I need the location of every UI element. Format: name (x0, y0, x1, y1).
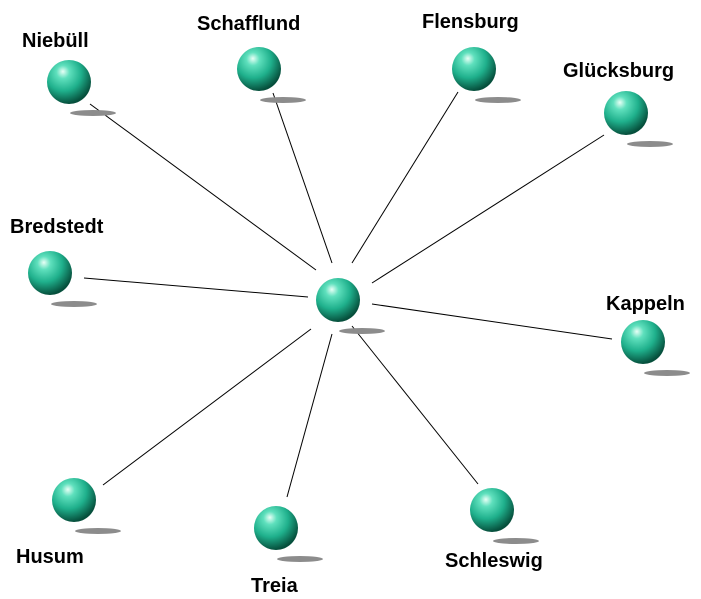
edge-schafflund (272, 92, 333, 264)
gluecksburg-label: Glücksburg (563, 60, 674, 82)
edge-treia (286, 333, 333, 498)
hub-node (316, 278, 385, 334)
treia-shadow (277, 556, 323, 562)
hub-shadow (339, 328, 385, 334)
bredstedt-shadow (51, 301, 97, 307)
gluecksburg-sphere (604, 91, 648, 135)
schleswig-shadow (493, 538, 539, 544)
node-schafflund: Schafflund (197, 13, 306, 103)
niebuell-sphere (47, 60, 91, 104)
schleswig-sphere (470, 488, 514, 532)
edge-flensburg (351, 91, 459, 264)
node-kappeln: Kappeln (606, 293, 690, 376)
edge-schleswig (351, 325, 479, 485)
node-husum: Husum (16, 478, 121, 568)
schleswig-label: Schleswig (445, 550, 543, 572)
flensburg-label: Flensburg (422, 11, 519, 33)
edge-husum (102, 328, 312, 486)
edge-gluecksburg (371, 134, 605, 284)
edge-niebuell (89, 103, 317, 271)
edges-group (83, 91, 613, 498)
node-gluecksburg: Glücksburg (563, 60, 674, 147)
edge-kappeln (371, 303, 613, 340)
flensburg-shadow (475, 97, 521, 103)
hub-sphere (316, 278, 360, 322)
kappeln-shadow (644, 370, 690, 376)
bredstedt-label: Bredstedt (10, 216, 104, 238)
niebuell-label: Niebüll (22, 30, 89, 52)
node-niebuell: Niebüll (22, 30, 116, 116)
treia-label: Treia (251, 575, 299, 597)
edge-bredstedt (83, 277, 309, 298)
treia-sphere (254, 506, 298, 550)
husum-sphere (52, 478, 96, 522)
bredstedt-sphere (28, 251, 72, 295)
schafflund-label: Schafflund (197, 13, 300, 35)
schafflund-sphere (237, 47, 281, 91)
node-treia: Treia (251, 506, 323, 597)
node-bredstedt: Bredstedt (10, 216, 104, 307)
husum-label: Husum (16, 546, 84, 568)
kappeln-label: Kappeln (606, 293, 685, 315)
flensburg-sphere (452, 47, 496, 91)
gluecksburg-shadow (627, 141, 673, 147)
niebuell-shadow (70, 110, 116, 116)
husum-shadow (75, 528, 121, 534)
node-flensburg: Flensburg (422, 11, 521, 103)
schafflund-shadow (260, 97, 306, 103)
node-schleswig: Schleswig (445, 488, 543, 572)
kappeln-sphere (621, 320, 665, 364)
